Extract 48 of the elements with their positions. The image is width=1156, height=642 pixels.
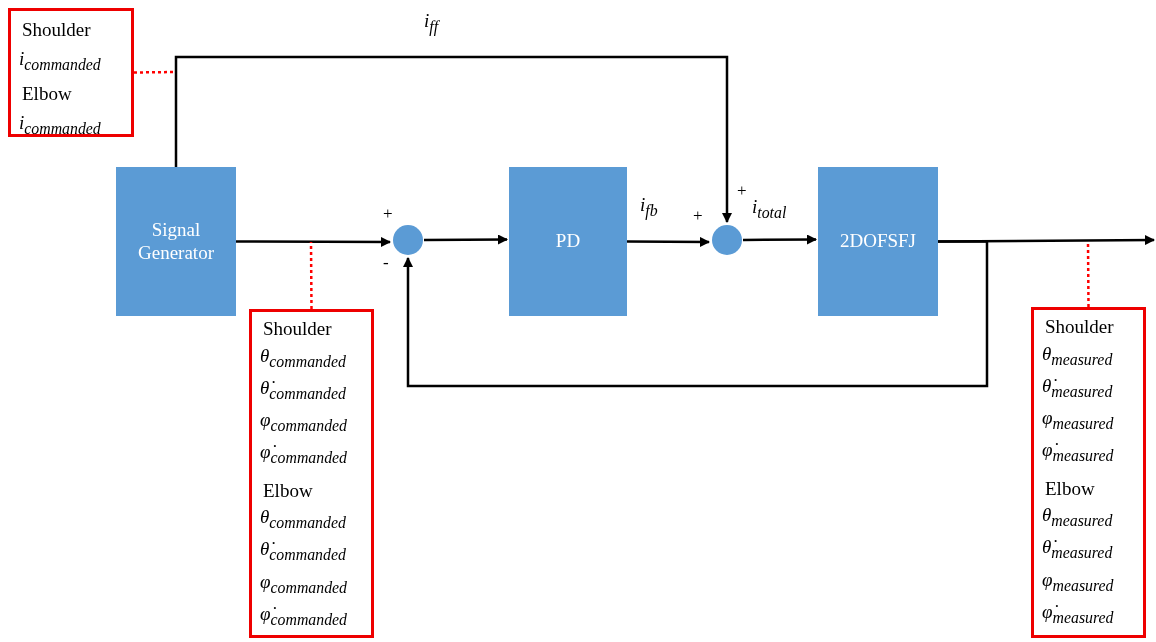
arrow	[743, 234, 817, 245]
summing-junction	[711, 224, 743, 256]
leader-line	[309, 242, 313, 309]
signal-variable: θ̇$_{commanded}$	[260, 375, 346, 404]
block	[116, 167, 236, 316]
joint-label: Shoulder	[21, 18, 91, 42]
signal-variable: θ̇$_{commanded}$	[260, 537, 346, 566]
signal-variable: φ$_{measured}$	[1042, 406, 1114, 434]
block	[818, 167, 938, 316]
block	[509, 167, 627, 316]
signal-variable: θ$_{measured}$	[1042, 503, 1113, 531]
arrow	[627, 236, 710, 247]
signal-variable: θ̇$_{measured}$	[1042, 373, 1113, 402]
signal-list-box	[8, 8, 134, 137]
joint-label: Shoulder	[1044, 315, 1114, 339]
sign-label: +	[737, 181, 747, 201]
signal-variable: φ̇$_{commanded}$	[260, 440, 347, 469]
signal-variable: φ̇$_{measured}$	[1042, 438, 1114, 467]
joint-label: Elbow	[262, 478, 313, 503]
summing-junction	[392, 224, 424, 256]
leader-line	[1086, 242, 1090, 307]
arrow	[174, 55, 732, 223]
joint-label: Shoulder	[262, 317, 332, 341]
signal-variable: φ̇$_{commanded}$	[260, 602, 347, 630]
signal-variable: θ$_{commanded}$	[260, 343, 346, 372]
signal-variable: i$_{commanded}$	[19, 47, 101, 75]
block-label: Signal Generator	[137, 218, 215, 265]
arrow	[403, 240, 989, 388]
signal-variable: φ$_{measured}$	[1042, 567, 1114, 596]
signal-list-box	[249, 309, 374, 638]
signal-variable: i$_{commanded}$	[19, 110, 101, 139]
sign-label: +	[383, 204, 393, 224]
signal-variable: θ$_{commanded}$	[260, 505, 346, 533]
sign-label: -	[383, 253, 389, 273]
signal-variable: φ$_{commanded}$	[260, 408, 347, 436]
block-label: 2DOFSFJ	[839, 230, 916, 253]
leader-line	[134, 70, 175, 74]
signal-variable: θ̇$_{measured}$	[1042, 535, 1113, 564]
sign-label: +	[693, 206, 703, 226]
signal-list-box	[1031, 307, 1146, 638]
arrow	[236, 236, 391, 247]
signal-variable: φ$_{commanded}$	[260, 569, 347, 598]
block-label: PD	[555, 230, 581, 253]
joint-label: Elbow	[21, 81, 72, 106]
joint-label: Elbow	[1044, 476, 1095, 501]
arrow	[424, 234, 508, 245]
signal-variable: φ̇$_{measured}$	[1042, 600, 1114, 628]
signal-variable: θ$_{measured}$	[1042, 341, 1113, 370]
